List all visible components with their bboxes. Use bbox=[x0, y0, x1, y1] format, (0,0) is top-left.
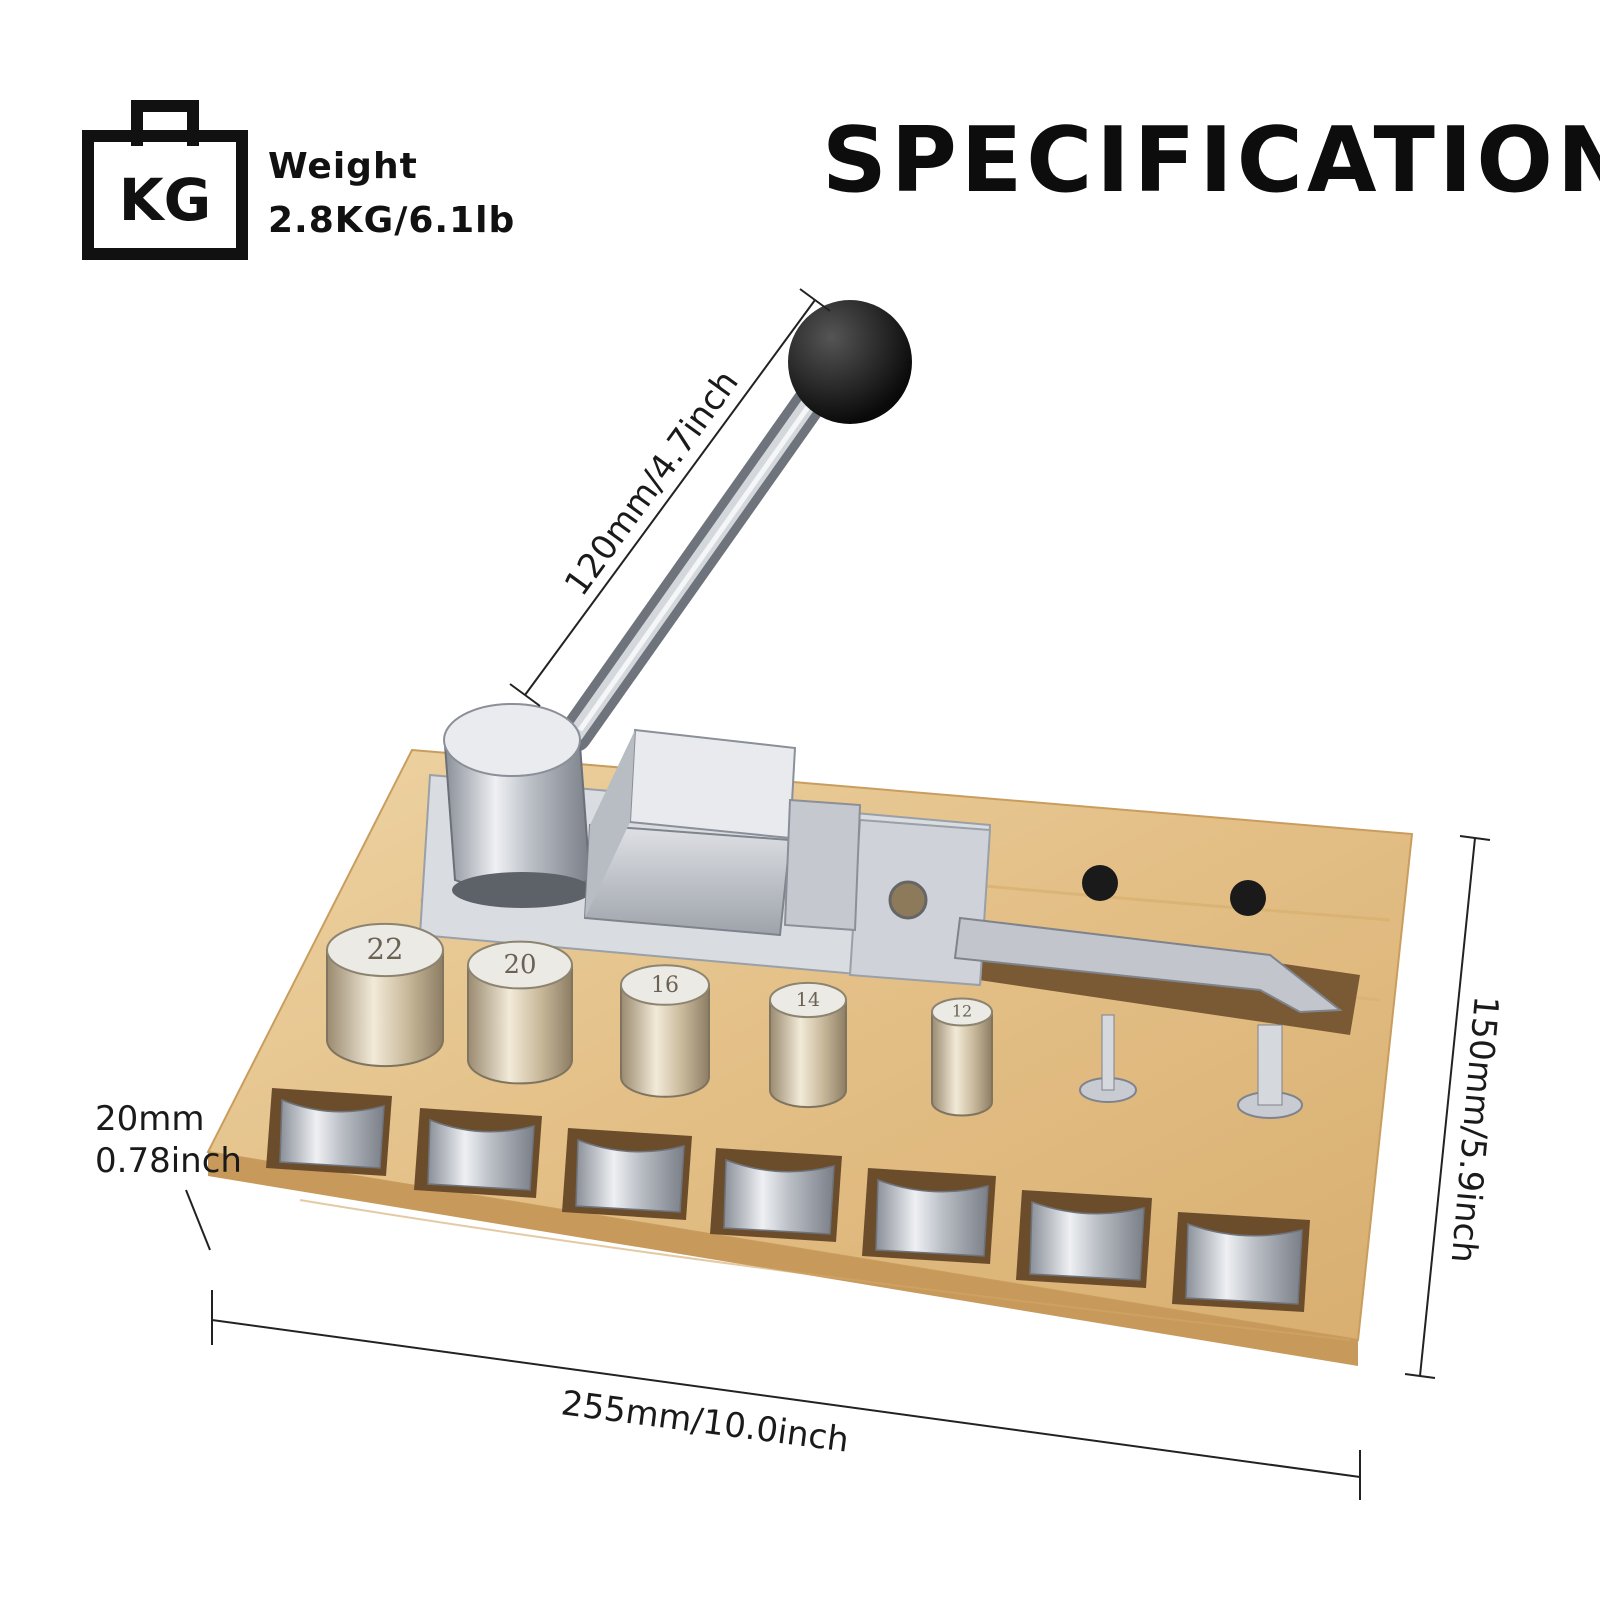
die-block bbox=[1172, 1212, 1310, 1312]
die-block bbox=[414, 1108, 542, 1198]
mandrel-size-label: 12 bbox=[952, 1002, 972, 1021]
die-set bbox=[266, 1088, 1310, 1312]
dimension-thickness-mm: 20mm bbox=[95, 1099, 205, 1139]
dimension-width-label: 255mm/10.0inch bbox=[559, 1383, 851, 1460]
mandrel: 16 bbox=[620, 964, 710, 1098]
weight-value: 2.8KG/6.1lb bbox=[268, 200, 516, 241]
pin bbox=[1237, 1024, 1303, 1119]
bending-bar bbox=[953, 916, 1343, 1014]
screw-icon bbox=[1230, 880, 1266, 916]
dimension-depth-label: 150mm/5.9inch bbox=[1443, 994, 1506, 1264]
weight-label: Weight bbox=[268, 146, 418, 187]
dimension-handle: 120mm/4.7inch bbox=[509, 288, 831, 707]
die-block bbox=[266, 1088, 392, 1176]
mandrel-size-label: 22 bbox=[367, 932, 404, 966]
screw-icon bbox=[1082, 865, 1118, 901]
dimension-thickness: 20mm 0.78inch bbox=[95, 1099, 242, 1251]
press-block bbox=[583, 728, 862, 937]
die-block bbox=[862, 1168, 996, 1264]
pin bbox=[1079, 1014, 1137, 1103]
die-block bbox=[562, 1128, 692, 1220]
dimension-thickness-inch: 0.78inch bbox=[95, 1141, 242, 1181]
mandrel: 14 bbox=[769, 981, 847, 1109]
dimension-handle-label: 120mm/4.7inch bbox=[557, 363, 747, 603]
mandrel-set: 22 20 16 14 12 bbox=[326, 922, 993, 1117]
dimension-depth: 150mm/5.9inch bbox=[1404, 835, 1506, 1379]
mandrel-size-label: 20 bbox=[503, 950, 536, 980]
press-hub bbox=[443, 703, 592, 908]
die-block bbox=[1016, 1190, 1152, 1288]
weight-icon: KG bbox=[82, 100, 248, 260]
mandrel-size-label: 16 bbox=[651, 973, 679, 998]
page-title: SPECIFICATIONS bbox=[822, 108, 1600, 213]
mandrel: 12 bbox=[931, 997, 993, 1117]
mandrel: 20 bbox=[467, 940, 573, 1085]
lever-handle bbox=[558, 300, 912, 752]
mandrel: 22 bbox=[326, 922, 444, 1068]
mandrel-size-label: 14 bbox=[796, 989, 820, 1011]
die-block bbox=[710, 1148, 842, 1242]
weight-icon-text: KG bbox=[119, 166, 212, 234]
knob-icon bbox=[788, 300, 912, 424]
